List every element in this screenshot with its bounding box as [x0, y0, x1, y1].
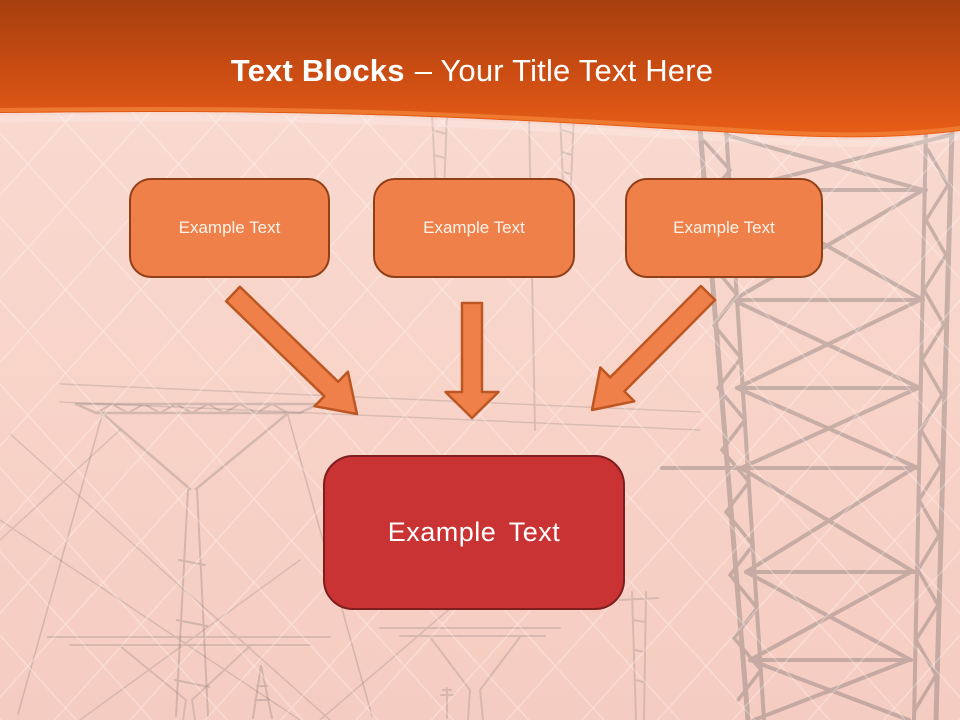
text-block-3-label: Example Text: [673, 218, 775, 237]
header-wave-glow: [0, 114, 960, 147]
arrow-down-left-icon: [590, 284, 717, 412]
text-block-3: Example Text: [625, 178, 823, 278]
result-block-label: Example Text: [387, 517, 561, 547]
slide-title: Text Blocks – Your Title Text Here: [0, 53, 944, 89]
arrow-down-icon: [444, 301, 500, 420]
header-wave-highlight: [0, 107, 960, 137]
header-shape: [0, 0, 960, 138]
result-block: Example Text: [323, 455, 625, 610]
arrow-down-right-icon: [224, 285, 359, 416]
text-block-1: Example Text: [129, 178, 330, 278]
title-regular-segment: – Your Title Text Here: [414, 53, 714, 88]
tower-left-v: [17, 402, 373, 719]
title-bold-segment: Text Blocks: [230, 53, 405, 88]
text-block-2-label: Example Text: [423, 218, 525, 237]
distant-towers: [0, 111, 701, 720]
header-wave-band: [0, 0, 960, 147]
text-block-2: Example Text: [373, 178, 575, 278]
text-block-1-label: Example Text: [178, 218, 281, 237]
